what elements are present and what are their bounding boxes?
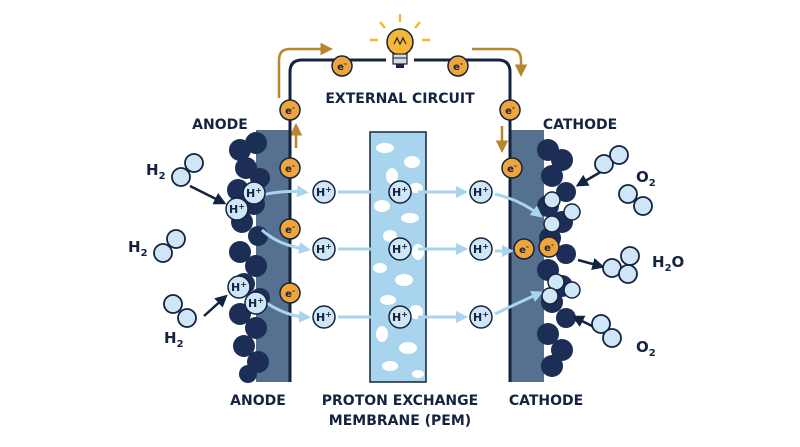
svg-text:e-: e- — [285, 223, 295, 236]
hydrogen-molecule-3 — [163, 294, 197, 328]
hydrogen-label-1: H2 — [146, 161, 166, 182]
electron-particle-10: e- — [279, 282, 301, 304]
cathode-bottom-label: CATHODE — [509, 393, 583, 409]
anode-top-label: ANODE — [192, 117, 248, 133]
proton-particle-10: H+ — [388, 305, 412, 329]
svg-text:e-: e- — [285, 287, 295, 300]
svg-text:H+: H+ — [316, 185, 332, 199]
hydrogen-molecule-2 — [153, 229, 186, 263]
electron-particle-9: e- — [538, 236, 560, 258]
proton-particle-2: H+ — [225, 197, 249, 221]
svg-text:e-: e- — [337, 60, 347, 73]
hydrogen-label-3: H2 — [164, 329, 184, 350]
proton-particle-5: H+ — [312, 180, 336, 204]
pem-label-line2: MEMBRANE (PEM) — [329, 413, 471, 429]
electron-flow-arrows — [277, 42, 528, 153]
hydrogen-molecule-1 — [171, 153, 204, 187]
svg-text:e-: e- — [519, 243, 529, 256]
oxygen-molecule-2 — [618, 184, 653, 216]
proton-particle-4: H+ — [244, 291, 268, 315]
svg-text:H+: H+ — [473, 310, 489, 324]
proton-particle-1: H+ — [242, 181, 266, 205]
svg-text:H+: H+ — [229, 202, 245, 216]
proton-particle-12: H+ — [469, 237, 493, 261]
external-circuit-label: EXTERNAL CIRCUIT — [325, 91, 475, 107]
oxygen-molecule-3 — [591, 314, 622, 348]
svg-text:e-: e- — [453, 60, 463, 73]
proton-particle-6: H+ — [312, 237, 336, 261]
svg-text:e-: e- — [285, 104, 295, 117]
cathode-top-label: CATHODE — [543, 117, 617, 133]
electron-particle-8: e- — [513, 238, 535, 260]
water-molecule — [602, 246, 640, 284]
svg-text:e-: e- — [505, 104, 515, 117]
proton-particle-7: H+ — [312, 305, 336, 329]
electron-particle-1: e- — [331, 55, 353, 77]
oxygen-label-2: O2 — [636, 338, 656, 359]
proton-particle-8: H+ — [388, 180, 412, 204]
oxygen-molecule-1 — [594, 145, 629, 174]
water-label: H2O — [652, 253, 684, 274]
svg-text:H+: H+ — [392, 310, 408, 324]
svg-text:H+: H+ — [392, 185, 408, 199]
svg-text:H+: H+ — [316, 242, 332, 256]
svg-text:e-: e- — [544, 241, 554, 254]
svg-text:H+: H+ — [316, 310, 332, 324]
external-circuit-wire — [288, 58, 512, 150]
svg-text:H+: H+ — [473, 185, 489, 199]
proton-particle-11: H+ — [469, 180, 493, 204]
proton-particle-13: H+ — [469, 305, 493, 329]
light-bulb-icon — [370, 14, 430, 68]
electron-particle-5: e- — [279, 157, 301, 179]
cathode-reacting-spheres — [541, 191, 581, 305]
electron-particle-2: e- — [447, 55, 469, 77]
svg-text:H+: H+ — [248, 296, 264, 310]
electron-particle-6: e- — [501, 157, 523, 179]
proton-particle-9: H+ — [388, 237, 412, 261]
electron-particle-7: e- — [279, 218, 301, 240]
pem-label-line1: PROTON EXCHANGE — [322, 393, 478, 409]
oxygen-label-1: O2 — [636, 168, 656, 189]
svg-text:e-: e- — [507, 162, 517, 175]
svg-text:H+: H+ — [392, 242, 408, 256]
svg-text:H+: H+ — [231, 280, 247, 294]
svg-text:H+: H+ — [246, 186, 262, 200]
anode-bottom-label: ANODE — [230, 393, 286, 409]
electron-particle-3: e- — [279, 99, 301, 121]
svg-text:e-: e- — [285, 162, 295, 175]
electron-particle-4: e- — [499, 99, 521, 121]
svg-text:H+: H+ — [473, 242, 489, 256]
hydrogen-label-2: H2 — [128, 238, 148, 259]
proton-particle-3: H+ — [227, 275, 251, 299]
